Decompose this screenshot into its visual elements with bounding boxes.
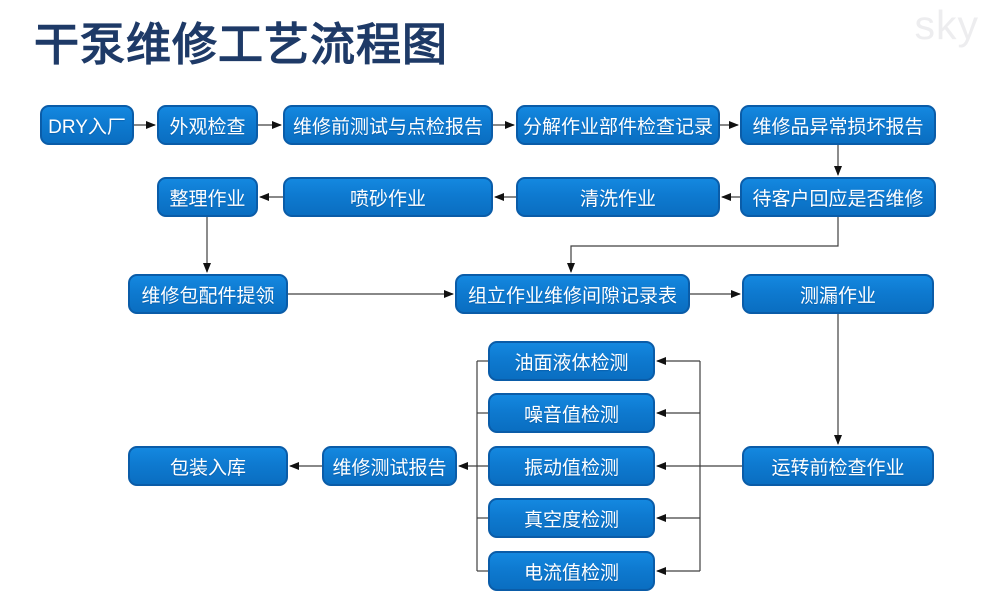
page-title: 干泵维修工艺流程图 [34,19,449,70]
flow-node-cleaning-work: 清洗作业 [516,177,720,217]
flow-node-await-customer-reply: 待客户回应是否维修 [740,177,936,217]
flow-node-oil-liquid-check: 油面液体检测 [488,341,655,381]
flow-node-pre-repair-test-report: 维修前测试与点检报告 [283,105,493,145]
flow-node-sandblasting-work: 喷砂作业 [283,177,493,217]
flow-node-repair-test-report: 维修测试报告 [322,446,457,486]
flow-node-tidy-up-work: 整理作业 [157,177,258,217]
flow-node-vibration-value-check: 振动值检测 [488,446,655,486]
flow-node-dry-entry: DRY入厂 [40,105,134,145]
flow-node-repair-parts-pickup: 维修包配件提领 [128,274,288,314]
flow-node-vacuum-degree-check: 真空度检测 [488,498,655,538]
flow-node-visual-inspection: 外观检查 [157,105,258,145]
flow-node-abnormal-damage-report: 维修品异常损坏报告 [740,105,936,145]
flow-edge-customer-to-assembly [567,217,839,273]
flow-node-disassembly-inspection: 分解作业部件检查记录 [516,105,720,145]
flow-node-assembly-clearance-record: 组立作业维修间隙记录表 [455,274,690,314]
flow-node-noise-value-check: 噪音值检测 [488,393,655,433]
watermark-sky: sky [914,2,979,48]
flow-node-leak-test-work: 测漏作业 [742,274,934,314]
flow-node-current-value-check: 电流值检测 [488,551,655,591]
flow-node-packing-warehousing: 包装入库 [128,446,288,486]
flow-node-pre-run-inspection: 运转前检查作业 [742,446,934,486]
